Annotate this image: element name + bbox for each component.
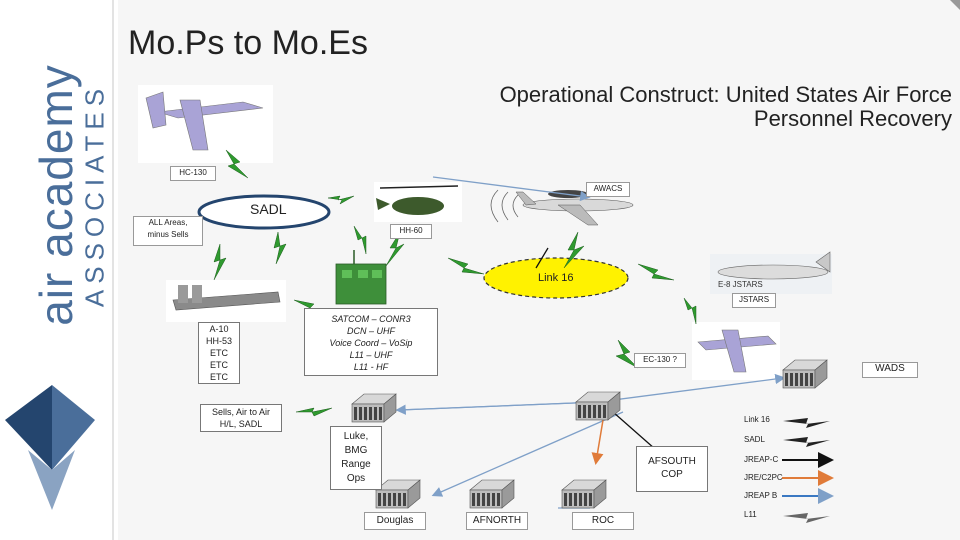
jstars-aircraft xyxy=(710,251,832,294)
luke-box: Luke, BMG Range Ops xyxy=(330,426,382,490)
a10-line-0: A-10 xyxy=(209,324,229,334)
satcom-line-2: Voice Coord – VoSip xyxy=(329,338,413,348)
hh60-label: HH-60 xyxy=(390,224,432,239)
legend-label-4: JREAP B xyxy=(744,491,778,500)
satcom-line-4: L11 - HF xyxy=(353,362,389,372)
legend-graphics xyxy=(782,418,834,523)
satcom-line-1: DCN – UHF xyxy=(346,326,395,336)
luke-line-0: Luke, xyxy=(343,431,369,442)
sells-line1: Sells, Air to Air xyxy=(211,407,271,417)
ec130-label: EC-130 ? xyxy=(634,353,686,368)
ec130-aircraft xyxy=(692,322,780,380)
a10-line-1: HH-53 xyxy=(205,336,232,346)
brand-name: air academy xyxy=(30,64,82,326)
sells-box: Sells, Air to Air H/L, SADL xyxy=(200,404,282,432)
legend-label-2: JREAP-C xyxy=(744,455,779,464)
hc130-aircraft xyxy=(138,85,273,163)
awacs-label: AWACS xyxy=(586,182,630,197)
sadl-ring xyxy=(197,194,331,230)
all-areas-line1: ALL Areas, xyxy=(148,218,188,227)
radio-station-icon xyxy=(335,250,387,305)
wads-label: WADS xyxy=(862,362,918,378)
a10-line-4: ETC xyxy=(210,372,228,382)
afsouth-line1: AFSOUTH xyxy=(648,456,696,467)
afsouth-box: AFSOUTH COP xyxy=(636,446,708,492)
brand-logo xyxy=(5,0,114,540)
roc-label: ROC xyxy=(572,512,634,530)
link16-label: Link 16 xyxy=(538,272,574,284)
douglas-label: Douglas xyxy=(364,512,426,530)
legend-label-0: Link 16 xyxy=(744,415,770,424)
sells-line2: H/L, SADL xyxy=(219,419,263,429)
link16-ring xyxy=(483,257,629,299)
jstars-label: JSTARS xyxy=(732,293,776,308)
subtitle-line2: Personnel Recovery xyxy=(753,106,952,131)
afnorth-label: AFNORTH xyxy=(466,512,528,530)
a10-line-3: ETC xyxy=(210,360,228,370)
satcom-line-3: L11 – UHF xyxy=(349,350,393,360)
satcom-line-0: SATCOM – CONR3 xyxy=(331,314,411,324)
all-areas-line2: minus Sells xyxy=(147,230,189,239)
slide-canvas: Mo.Ps to Mo.Es Operational Construct: Un… xyxy=(118,0,960,540)
satcom-box: SATCOM – CONR3 DCN – UHF Voice Coord – V… xyxy=(304,308,438,376)
legend-label-1: SADL xyxy=(744,435,765,444)
diagram-graphics xyxy=(138,0,960,523)
a10-line-2: ETC xyxy=(210,348,228,358)
jstars-tail-text: E-8 JSTARS xyxy=(718,280,763,289)
brand-subtitle: ASSOCIATES xyxy=(79,82,110,308)
building-icons xyxy=(351,359,828,509)
sidebar-branding: air academy ASSOCIATES xyxy=(0,0,118,540)
luke-line-3: Ops xyxy=(346,473,366,484)
luke-line-2: Range xyxy=(341,459,371,470)
legend-label-3: JRE/C2PC xyxy=(744,473,783,482)
a10-units-box: A-10 HH-53 ETC ETC ETC xyxy=(198,322,240,384)
legend-label-5: L11 xyxy=(744,510,757,519)
afsouth-line2: COP xyxy=(661,469,683,480)
hc130-label: HC-130 xyxy=(170,166,216,181)
subtitle-line1: Operational Construct: United States Air… xyxy=(499,82,952,107)
helicopter-icon xyxy=(374,182,462,222)
sadl-label: SADL xyxy=(250,201,287,217)
luke-line-1: BMG xyxy=(344,445,368,456)
a10-aircraft xyxy=(166,280,286,322)
page-title: Mo.Ps to Mo.Es xyxy=(128,24,368,62)
all-areas-label: ALL Areas, minus Sells xyxy=(133,216,203,246)
